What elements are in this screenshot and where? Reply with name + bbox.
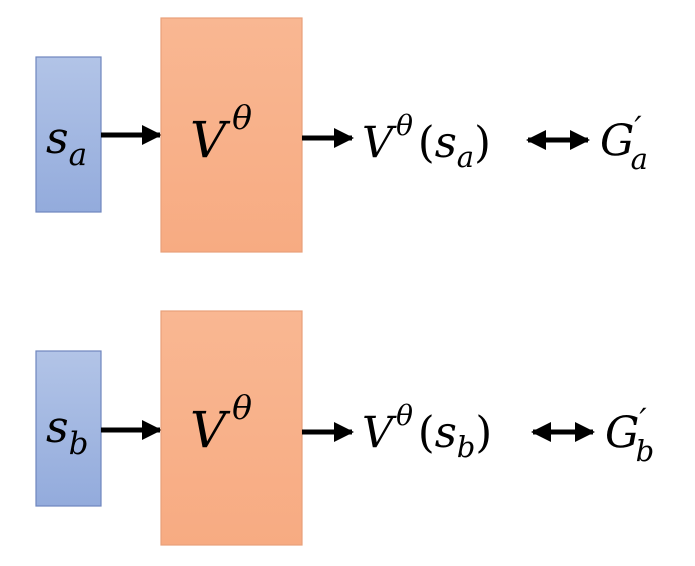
target-label-a: G′a (600, 109, 648, 176)
state-box-a (35, 56, 102, 213)
target-sub-b: b (636, 434, 655, 468)
target-base-a: G (600, 116, 634, 166)
network-base-a: V (190, 111, 231, 169)
output-sup-b: θ (396, 399, 413, 432)
network-box-b (160, 310, 303, 546)
state-base-b: s (46, 402, 69, 453)
output-arg-base-b: s (435, 408, 457, 458)
target-sub-a: a (631, 142, 648, 176)
target-prime-a: ′ (634, 109, 642, 147)
output-close-paren-a: ) (474, 118, 491, 168)
state-sub-b: b (69, 426, 89, 462)
output-close-paren-b: ) (475, 408, 492, 458)
state-base-a: s (46, 113, 69, 164)
state-label-a: sa (46, 113, 87, 173)
output-arg-sub-b: b (457, 430, 476, 464)
state-label-b: sb (46, 402, 88, 462)
output-base-a: V (362, 118, 397, 168)
target-base-b: G (605, 408, 639, 458)
target-label-b: G′b (605, 401, 654, 468)
output-base-b: V (362, 408, 397, 458)
output-arg-base-a: s (435, 118, 457, 168)
network-sup-a: θ (232, 98, 252, 137)
state-box-b (35, 350, 102, 507)
target-prime-b: ′ (639, 401, 647, 439)
network-sup-b: θ (232, 388, 252, 427)
network-base-b: V (190, 401, 231, 459)
state-sub-a: a (69, 137, 87, 173)
output-sup-a: θ (396, 109, 413, 142)
network-box-a (160, 17, 303, 253)
output-open-paren-a: ( (418, 118, 435, 168)
output-arg-sub-a: a (457, 140, 474, 174)
output-open-paren-b: ( (418, 408, 435, 458)
